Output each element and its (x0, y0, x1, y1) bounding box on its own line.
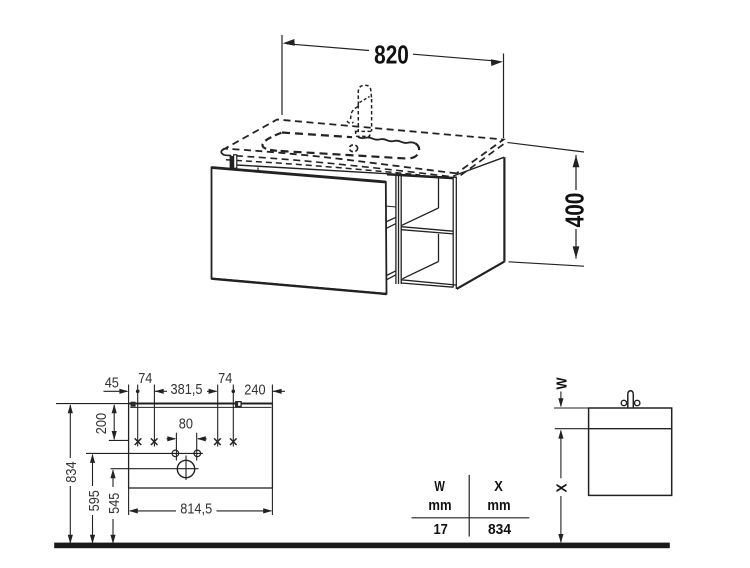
svg-text:834: 834 (63, 461, 79, 483)
svg-text:381,5: 381,5 (171, 381, 203, 397)
svg-text:814,5: 814,5 (180, 501, 212, 517)
svg-text:45: 45 (105, 375, 120, 391)
svg-text:17: 17 (433, 520, 448, 537)
svg-text:80: 80 (179, 416, 194, 432)
svg-text:400: 400 (560, 193, 589, 228)
svg-text:545: 545 (106, 492, 122, 514)
svg-text:W: W (434, 478, 445, 495)
svg-text:240: 240 (244, 382, 266, 398)
svg-text:595: 595 (86, 490, 102, 512)
svg-text:mm: mm (487, 496, 510, 513)
svg-text:X: X (494, 477, 503, 494)
svg-text:W: W (552, 377, 569, 390)
svg-text:834: 834 (488, 522, 511, 539)
svg-text:200: 200 (93, 413, 109, 435)
svg-text:74: 74 (218, 370, 233, 386)
svg-text:820: 820 (374, 40, 409, 69)
svg-text:mm: mm (428, 496, 451, 513)
svg-text:74: 74 (138, 370, 153, 386)
svg-text:X: X (554, 483, 571, 492)
